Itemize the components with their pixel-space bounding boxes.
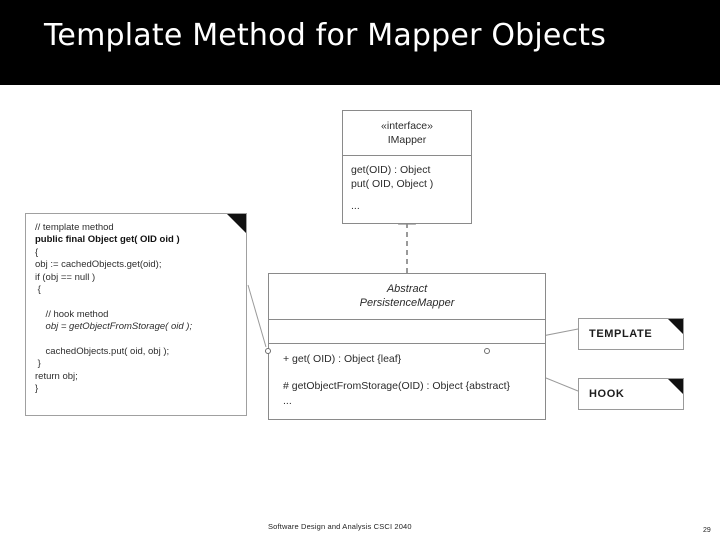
persistencemapper-operation-get: + get( OID) : Object {leaf}	[283, 353, 402, 365]
code-line: return obj;	[35, 370, 78, 382]
hook-leader-line	[545, 377, 579, 392]
uml-class-imapper[interactable]: «interface» IMapper get(OID) : Object pu…	[342, 110, 472, 224]
imapper-operation-ellipsis: ...	[351, 200, 360, 212]
imapper-operations: get(OID) : Object put( OID, Object ) ...	[343, 156, 471, 223]
code-line: public final Object get( OID oid )	[35, 234, 180, 246]
uml-diagram-canvas: «interface» IMapper get(OID) : Object pu…	[0, 85, 720, 500]
code-line: cachedObjects.put( oid, obj );	[35, 346, 170, 358]
code-line: obj := cachedObjects.get(oid);	[35, 259, 162, 271]
persistencemapper-attributes	[269, 320, 545, 343]
footer-page-number: 29	[703, 527, 711, 534]
code-line: // hook method	[35, 308, 109, 320]
persistencemapper-divider-2	[269, 343, 545, 344]
code-line: {	[35, 284, 41, 296]
persistencemapper-stereotype: Abstract	[386, 283, 428, 295]
persistencemapper-divider-1	[269, 319, 545, 320]
callout-hook-label: HOOK	[589, 388, 625, 400]
persistencemapper-header: Abstract PersistenceMapper	[269, 274, 545, 319]
callout-template[interactable]: TEMPLATE	[578, 318, 684, 350]
persistencemapper-operation-ellipsis: ...	[283, 395, 292, 407]
code-line	[35, 296, 237, 308]
callout-fold-corner-icon	[668, 379, 683, 394]
code-line	[35, 334, 237, 346]
code-line: if (obj == null )	[35, 271, 96, 283]
code-line: }	[35, 383, 39, 395]
callout-fold-corner-icon	[668, 319, 683, 334]
persistencemapper-operations: + get( OID) : Object {leaf} # getObjectF…	[269, 344, 545, 419]
note-anchor-line	[247, 284, 267, 348]
persistencemapper-name: PersistenceMapper	[359, 297, 455, 309]
code-line: }	[35, 358, 41, 370]
port-circle-right	[484, 348, 490, 354]
imapper-name: IMapper	[387, 134, 427, 146]
imapper-header: «interface» IMapper	[343, 111, 471, 155]
code-line: obj = getObjectFromStorage( oid );	[35, 321, 193, 333]
imapper-stereotype: «interface»	[381, 120, 433, 132]
imapper-divider	[343, 155, 471, 156]
persistencemapper-operation-hook: # getObjectFromStorage(OID) : Object {ab…	[283, 380, 511, 392]
imapper-operation: get(OID) : Object	[351, 164, 431, 176]
code-line: {	[35, 246, 39, 258]
imapper-operation: put( OID, Object )	[351, 178, 434, 190]
page-title: Template Method for Mapper Objects	[44, 18, 607, 53]
callout-hook[interactable]: HOOK	[578, 378, 684, 410]
callout-template-label: TEMPLATE	[589, 328, 653, 340]
title-banner: Template Method for Mapper Objects	[0, 0, 720, 85]
footer-course-text: Software Design and Analysis CSCI 2040	[268, 522, 412, 531]
note-fold-corner-icon	[227, 214, 246, 233]
port-circle-left	[265, 348, 271, 354]
code-line: // template method	[35, 222, 114, 233]
uml-class-persistencemapper[interactable]: Abstract PersistenceMapper + get( OID) :…	[265, 273, 546, 420]
